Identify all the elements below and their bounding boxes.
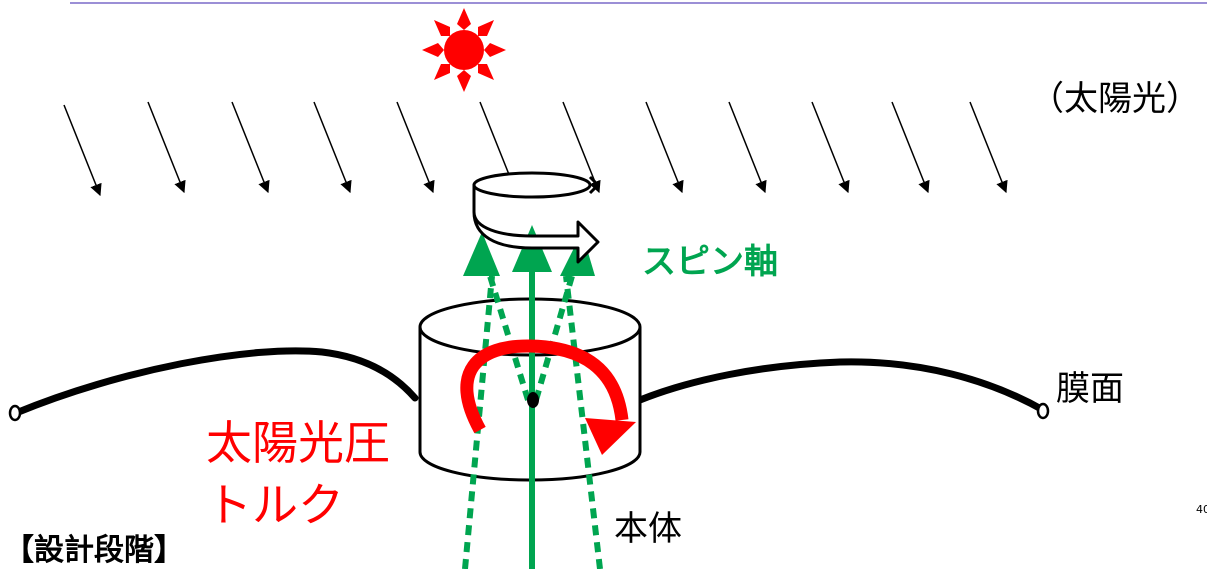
sunlight-ray [63,104,102,197]
body-center [527,392,539,408]
design-stage-label: 【設計段階】 [4,533,184,568]
sun-icon [422,8,506,92]
membrane-edge-left [8,404,22,422]
rotation-arrow-icon [472,171,601,264]
sunlight-ray [969,101,1008,194]
spin-axis-label: スピン軸 [642,242,778,282]
sunlight-ray [147,101,186,194]
sunlight-ray [891,101,930,194]
sunlight-ray [231,101,270,194]
sunlight-ray [396,101,435,194]
sunlight-ray [811,101,850,194]
torque-arrow-icon [460,339,636,455]
membrane-label: 膜面 [1056,369,1124,409]
sunlight-ray [313,101,352,194]
membrane-edge-right [1036,402,1050,420]
sunlight-label: （太陽光） [1030,79,1200,119]
page-number: 40 [1196,503,1207,516]
sunlight-ray [728,101,767,194]
sunlight-ray [645,101,684,194]
body-label: 本体 [614,509,682,549]
membrane [12,347,1047,417]
srp-torque-label-line2: トルク [206,478,344,532]
sunlight-rays [63,101,1008,197]
srp-torque-label-line1: 太陽光圧 [206,416,390,470]
sunlight-ray [562,101,601,194]
spin-axis-precession [462,275,603,569]
